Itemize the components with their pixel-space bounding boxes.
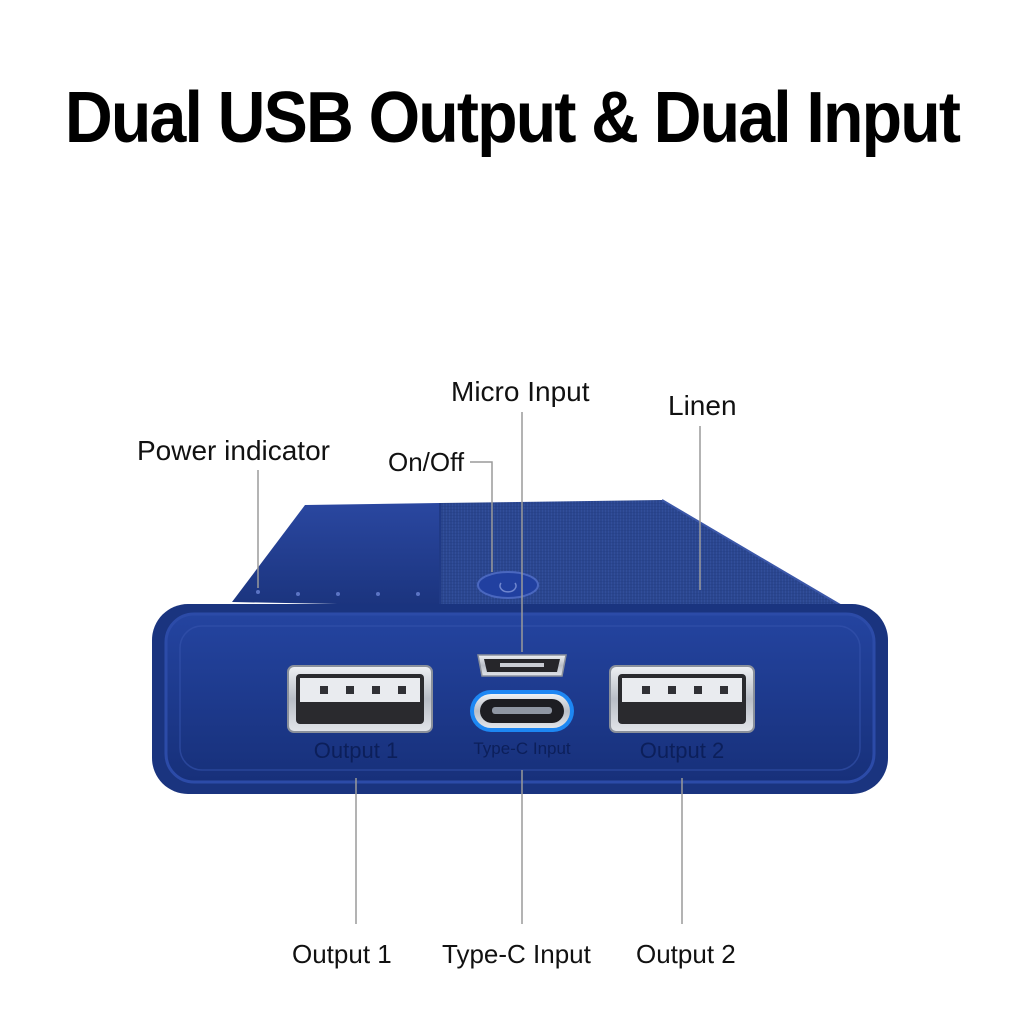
usb-a-port-icon[interactable] [287,665,433,733]
power-indicator-leds [256,590,420,596]
usb-c-port-icon[interactable] [470,690,574,732]
device-top-surface [232,499,843,607]
callout-output-1: Output 1 [292,939,392,969]
usb-a-port-icon[interactable] [609,665,755,733]
callout-power-indicator: Power indicator [137,435,330,466]
device-label-type-c-input: Type-C Input [473,739,571,758]
micro-usb-port-icon[interactable] [477,654,567,677]
device-label-output-1: Output 1 [314,738,398,763]
page-title: Dual USB Output & Dual Input [64,78,961,158]
power-button-icon[interactable] [477,571,539,599]
device-label-output-2: Output 2 [640,738,724,763]
callout-linen: Linen [668,390,737,421]
callout-output-2: Output 2 [636,939,736,969]
leader-lines [257,412,701,924]
callout-micro-input: Micro Input [451,376,590,407]
callout-on-off: On/Off [388,447,465,477]
callout-type-c-input: Type-C Input [442,939,591,969]
